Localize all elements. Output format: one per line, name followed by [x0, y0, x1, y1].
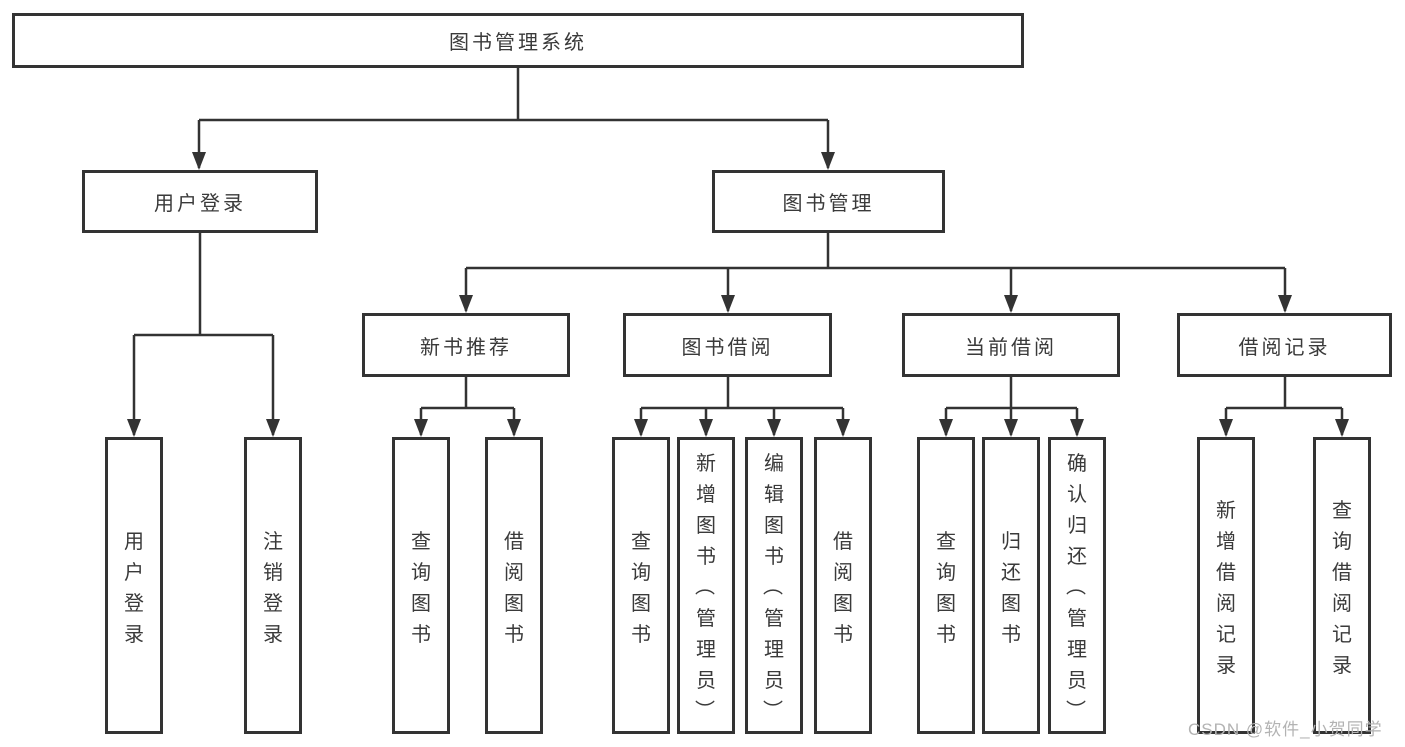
- leaf-confirm-return-admin-label: 确认归还（管理员）: [1063, 453, 1088, 720]
- leaf-query-borrow-record-label: 查询借阅记录: [1332, 499, 1352, 677]
- leaf-user-login-label: 用户登录: [124, 530, 144, 646]
- leaf-query-borrow-record: 查询借阅记录: [1313, 437, 1371, 734]
- root-node: 图书管理系统: [12, 13, 1024, 68]
- node-new-book-recommend: 新书推荐: [362, 313, 570, 377]
- leaf-confirm-return-admin: 确认归还（管理员）: [1048, 437, 1106, 734]
- leaf-logout: 注销登录: [244, 437, 302, 734]
- leaf-current-query-books-label: 查询图书: [936, 530, 956, 646]
- node-user-login: 用户登录: [82, 170, 318, 233]
- leaf-recommend-borrow-books: 借阅图书: [485, 437, 543, 734]
- leaf-add-borrow-record: 新增借阅记录: [1197, 437, 1255, 734]
- leaf-add-borrow-record-label: 新增借阅记录: [1216, 499, 1236, 677]
- node-book-management: 图书管理: [712, 170, 945, 233]
- node-book-management-label: 图书管理: [782, 193, 875, 215]
- node-borrow-records-label: 借阅记录: [1238, 336, 1331, 359]
- node-book-borrow-label: 图书借阅: [681, 336, 774, 359]
- node-current-borrow-label: 当前借阅: [965, 336, 1057, 359]
- leaf-return-books: 归还图书: [982, 437, 1040, 734]
- node-current-borrow: 当前借阅: [902, 313, 1120, 377]
- leaf-user-login: 用户登录: [105, 437, 163, 734]
- root-node-label: 图书管理系统: [449, 32, 587, 54]
- leaf-edit-book-admin-label: 编辑图书（管理员）: [760, 453, 785, 720]
- node-new-book-recommend-label: 新书推荐: [420, 336, 512, 359]
- leaf-borrow-books-label: 借阅图书: [833, 530, 853, 646]
- leaf-borrow-query-books-label: 查询图书: [631, 530, 651, 646]
- leaf-recommend-query-books: 查询图书: [392, 437, 450, 734]
- leaf-edit-book-admin: 编辑图书（管理员）: [745, 437, 803, 734]
- leaf-recommend-query-books-label: 查询图书: [411, 530, 431, 646]
- node-book-borrow: 图书借阅: [623, 313, 832, 377]
- leaf-current-query-books: 查询图书: [917, 437, 975, 734]
- leaf-recommend-borrow-books-label: 借阅图书: [504, 530, 524, 646]
- leaf-add-book-admin-label: 新增图书（管理员）: [692, 453, 717, 720]
- leaf-add-book-admin: 新增图书（管理员）: [677, 437, 735, 734]
- leaf-return-books-label: 归还图书: [1001, 530, 1021, 646]
- csdn-watermark: CSDN @软件_小贺同学: [1188, 720, 1383, 739]
- node-borrow-records: 借阅记录: [1177, 313, 1392, 377]
- leaf-logout-label: 注销登录: [263, 530, 283, 646]
- node-user-login-label: 用户登录: [154, 193, 246, 215]
- leaf-borrow-query-books: 查询图书: [612, 437, 670, 734]
- tree-edges: [132, 68, 1344, 435]
- leaf-borrow-books: 借阅图书: [814, 437, 872, 734]
